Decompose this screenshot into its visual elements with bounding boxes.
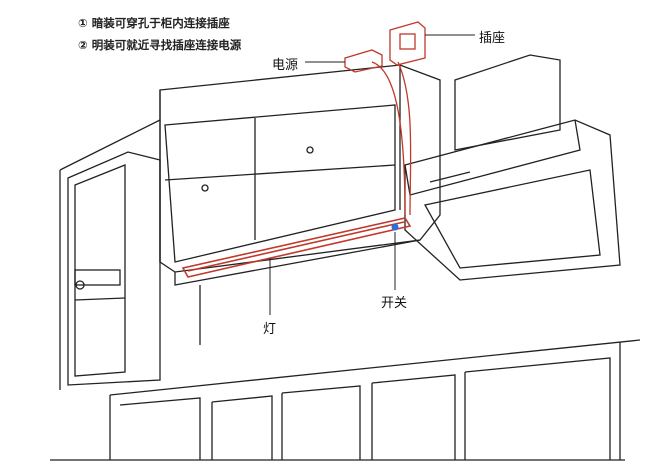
label-switch: 开关 bbox=[381, 296, 408, 311]
led-light-strip bbox=[181, 217, 412, 278]
label-light: 灯 bbox=[263, 322, 277, 337]
socket-wire bbox=[397, 61, 412, 216]
label-power: 电源 bbox=[272, 58, 299, 73]
range-hood bbox=[404, 119, 621, 281]
note-concealed-install: ① 暗装可穿孔于柜内连接插座 bbox=[78, 16, 230, 30]
upper-cabinet bbox=[159, 64, 441, 286]
label-socket: 插座 bbox=[479, 31, 506, 46]
power-wire bbox=[371, 61, 406, 216]
lower-cabinets bbox=[50, 285, 641, 461]
switch-dot bbox=[391, 223, 399, 231]
right-wall-cabinet bbox=[454, 54, 561, 151]
power-box bbox=[344, 49, 383, 73]
socket-box bbox=[389, 21, 426, 66]
note-surface-install: ② 明装可就近寻找插座连接电源 bbox=[78, 38, 242, 52]
tall-cabinet bbox=[67, 151, 161, 386]
